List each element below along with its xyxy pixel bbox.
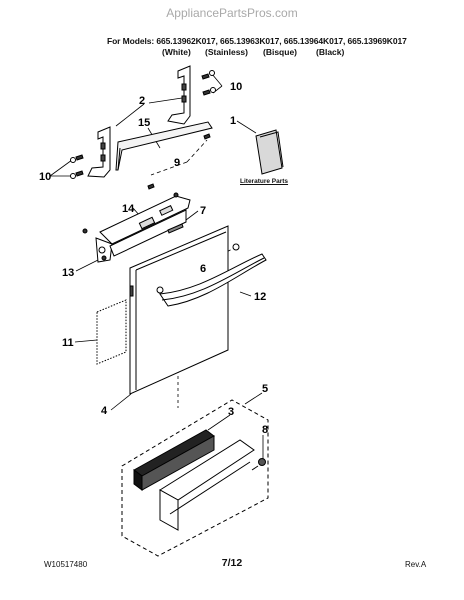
watermark: AppliancePartsPros.com	[166, 6, 298, 20]
variant-stainless: (Stainless)	[205, 47, 248, 57]
callout-3: 3	[228, 406, 234, 418]
callout-7: 7	[200, 205, 206, 217]
callout-12: 12	[254, 291, 266, 303]
toe-kick-foam	[133, 429, 215, 491]
vent-strip	[167, 223, 184, 234]
toe-kick-panel	[159, 439, 255, 531]
callout-5: 5	[262, 383, 268, 395]
variant-bisque: (Bisque)	[263, 47, 297, 57]
leader-lines	[49, 73, 264, 459]
callout-2: 2	[139, 95, 145, 107]
models-line: For Models: 665.13962K017, 665.13963K017…	[107, 36, 407, 46]
screws-rail	[147, 133, 211, 190]
variant-white: (White)	[162, 47, 191, 57]
callout-9: 9	[174, 157, 180, 169]
outer-door-panel	[129, 225, 229, 395]
door-handle	[156, 243, 267, 307]
callout-4: 4	[101, 405, 108, 417]
doc-number: W10517480	[44, 560, 88, 569]
variant-black: (Black)	[316, 47, 345, 57]
literature-parts-label: Literature Parts	[240, 178, 289, 185]
hinge-bracket-right	[167, 65, 191, 125]
kit-boundary	[121, 399, 269, 557]
callout-11: 11	[62, 337, 74, 349]
callout-6: 6	[200, 263, 206, 275]
screws-upper	[201, 70, 216, 96]
callout-1: 1	[230, 115, 236, 127]
callout-10-left: 10	[39, 171, 51, 183]
control-console	[82, 192, 191, 263]
screw-8	[251, 458, 266, 471]
callout-13: 13	[62, 267, 74, 279]
page-number: 7/12	[221, 557, 243, 569]
hinge-bracket-left	[87, 126, 111, 178]
literature-booklet	[255, 129, 283, 175]
revision: Rev.A	[405, 560, 427, 569]
callout-10-upper: 10	[230, 81, 242, 93]
screws-left	[70, 154, 84, 179]
callout-15: 15	[138, 117, 150, 129]
callout-14: 14	[122, 203, 135, 215]
callout-8: 8	[262, 424, 268, 436]
support-rail	[115, 121, 213, 171]
insulation-blanket	[96, 299, 127, 365]
